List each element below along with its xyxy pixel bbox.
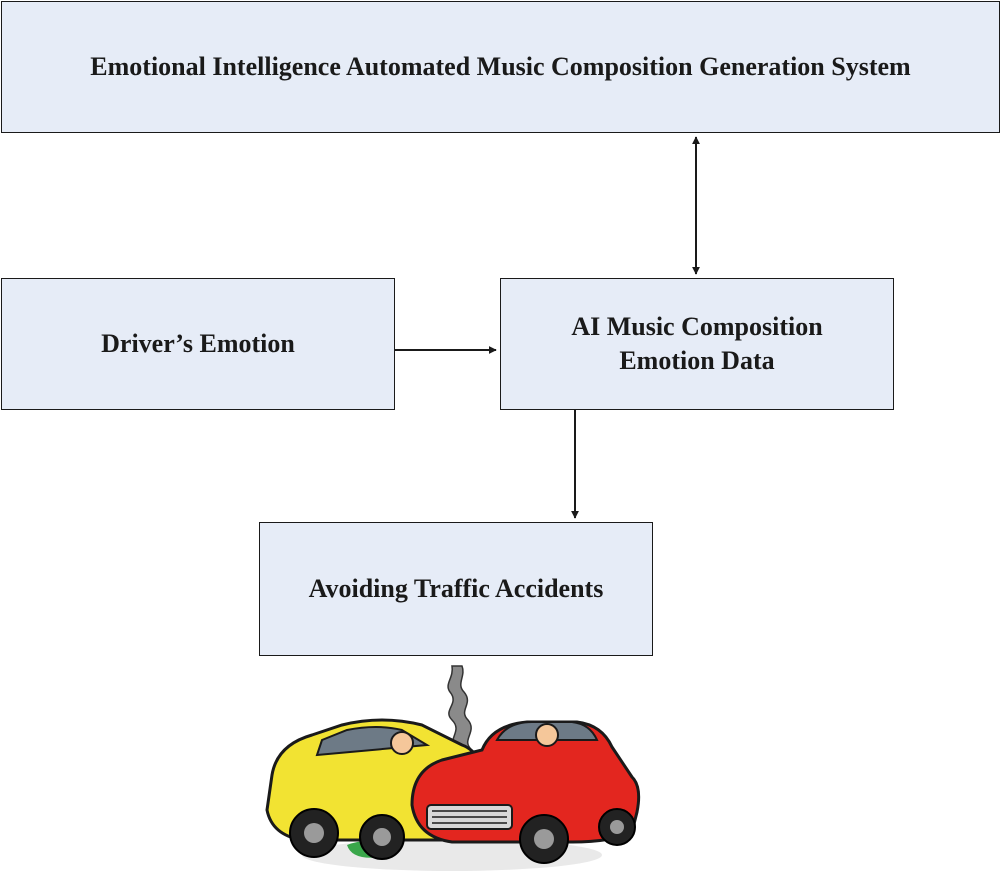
system-node-label: Emotional Intelligence Automated Music C… <box>90 52 911 81</box>
driver-emotion-label: Driver’s Emotion <box>101 329 295 358</box>
driver-emotion-node: Driver’s Emotion <box>1 278 395 410</box>
car-crash-icon <box>265 665 641 871</box>
ai-music-label-line1: AI Music Composition <box>571 312 823 341</box>
ai-music-node: AI Music Composition Emotion Data <box>500 278 894 410</box>
avoid-accidents-label: Avoiding Traffic Accidents <box>308 574 604 603</box>
system-node: Emotional Intelligence Automated Music C… <box>1 1 1000 133</box>
ai-music-label: AI Music Composition Emotion Data <box>571 310 822 378</box>
red-car-icon <box>410 720 641 864</box>
avoid-accidents-node: Avoiding Traffic Accidents <box>259 522 653 656</box>
smoke-icon <box>447 665 475 751</box>
ai-music-label-line2: Emotion Data <box>619 346 775 375</box>
